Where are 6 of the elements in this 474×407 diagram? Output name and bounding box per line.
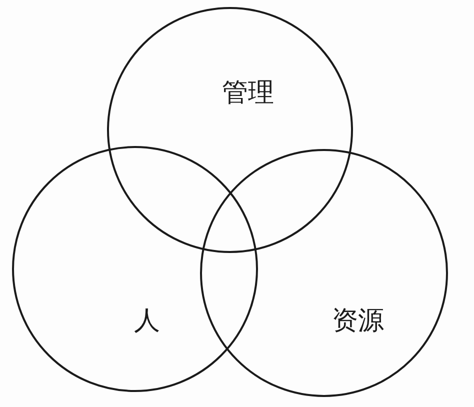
venn-circle xyxy=(107,7,353,253)
circle-label: 资源 xyxy=(332,308,384,334)
circle-label: 人 xyxy=(134,308,160,334)
venn-circle xyxy=(200,149,448,397)
circle-label: 管理 xyxy=(222,80,274,106)
venn-circle xyxy=(12,146,258,392)
